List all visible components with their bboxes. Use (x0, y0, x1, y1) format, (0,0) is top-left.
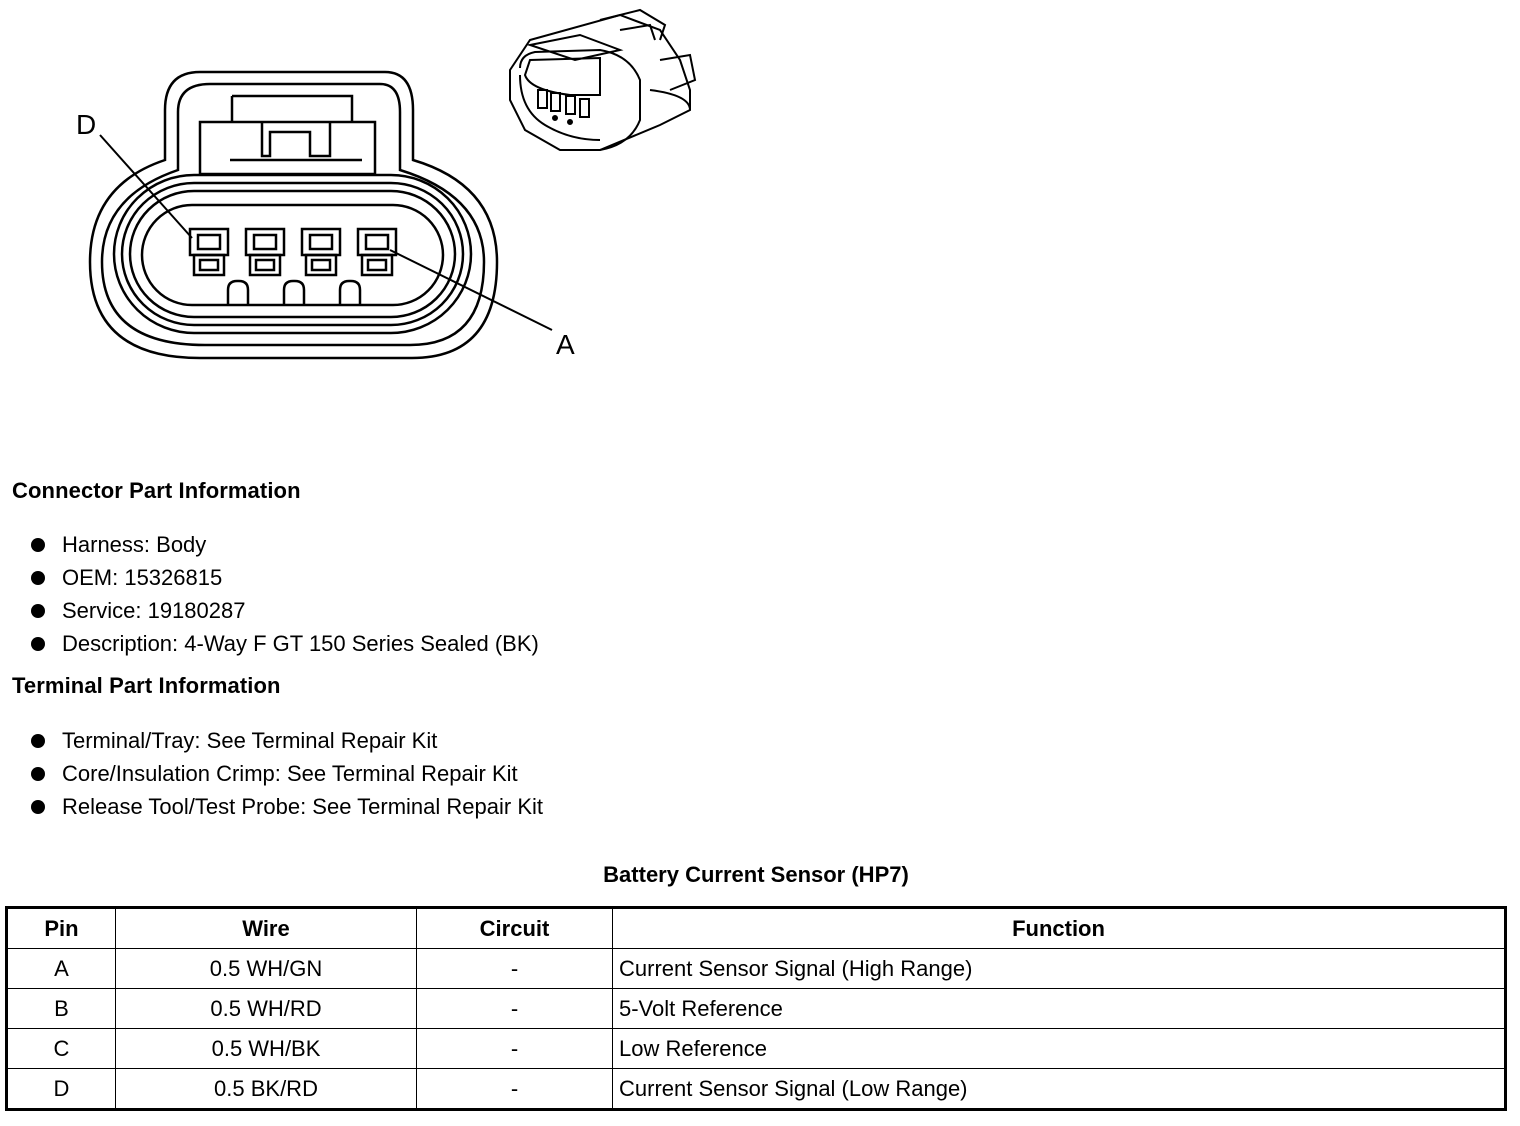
circuit-cell: - (416, 1068, 613, 1110)
circuit-cell: - (416, 988, 613, 1029)
seal-ring-outer (112, 173, 473, 335)
wire-cell: 0.5 WH/RD (115, 988, 417, 1029)
callout-a: A (556, 329, 575, 360)
list-item: Service: 19180287 (28, 594, 539, 627)
seal-ring-middle (120, 181, 465, 327)
terminal-info-heading: Terminal Part Information (12, 673, 281, 698)
table-row: B 0.5 WH/RD - 5-Volt Reference (6, 988, 1506, 1029)
circuit-cell: - (416, 948, 613, 989)
circuit-cell: - (416, 1028, 613, 1069)
column-header-function: Function (612, 907, 1506, 949)
connector-info-heading: Connector Part Information (12, 478, 301, 503)
table-row: A 0.5 WH/GN - Current Sensor Signal (Hig… (6, 948, 1506, 989)
column-header-circuit: Circuit (416, 907, 613, 949)
connector-diagram: D A (76, 8, 697, 360)
bullet-icon (31, 734, 45, 748)
wire-cell: 0.5 WH/BK (115, 1028, 417, 1069)
table-title: Battery Current Sensor (HP7) (603, 862, 909, 887)
pin-cell: C (6, 1028, 116, 1069)
table-row: C 0.5 WH/BK - Low Reference (6, 1028, 1506, 1069)
terminal-cavities (188, 227, 398, 277)
connector-latch (198, 120, 377, 176)
bullet-icon (31, 571, 45, 585)
terminal-info-list: Terminal/Tray: See Terminal Repair Kit C… (28, 724, 543, 823)
function-cell: Low Reference (612, 1028, 1506, 1069)
column-header-wire: Wire (115, 907, 417, 949)
pin-cell: A (6, 948, 116, 989)
connector-housing-outline (88, 70, 499, 360)
function-cell: Current Sensor Signal (Low Range) (612, 1068, 1506, 1110)
bullet-icon (31, 637, 45, 651)
terminal-face (140, 203, 445, 307)
table-header-row: Pin Wire Circuit Function (6, 907, 1506, 949)
list-item: Core/Insulation Crimp: See Terminal Repa… (28, 757, 543, 790)
list-item: Release Tool/Test Probe: See Terminal Re… (28, 790, 543, 823)
connector-isometric-view (509, 8, 697, 151)
list-item: Description: 4-Way F GT 150 Series Seale… (28, 627, 539, 660)
callout-d: D (76, 109, 96, 140)
function-cell: 5-Volt Reference (612, 988, 1506, 1029)
wire-cell: 0.5 WH/GN (115, 948, 417, 989)
table-row: D 0.5 BK/RD - Current Sensor Signal (Low… (6, 1068, 1506, 1110)
list-item: Harness: Body (28, 528, 539, 561)
column-header-pin: Pin (6, 907, 116, 949)
connector-info-list: Harness: Body OEM: 15326815 Service: 191… (28, 528, 539, 660)
bullet-icon (31, 767, 45, 781)
bullet-icon (31, 604, 45, 618)
list-item: Terminal/Tray: See Terminal Repair Kit (28, 724, 543, 757)
connector-housing-inner (100, 82, 486, 347)
wire-cell: 0.5 BK/RD (115, 1068, 417, 1110)
pin-cell: B (6, 988, 116, 1029)
function-cell: Current Sensor Signal (High Range) (612, 948, 1506, 989)
bullet-icon (31, 538, 45, 552)
list-item: OEM: 15326815 (28, 561, 539, 594)
bullet-icon (31, 800, 45, 814)
pin-cell: D (6, 1068, 116, 1110)
pinout-table: Pin Wire Circuit Function A 0.5 WH/GN - … (5, 906, 1507, 1111)
seal-ring-inner (128, 189, 457, 319)
